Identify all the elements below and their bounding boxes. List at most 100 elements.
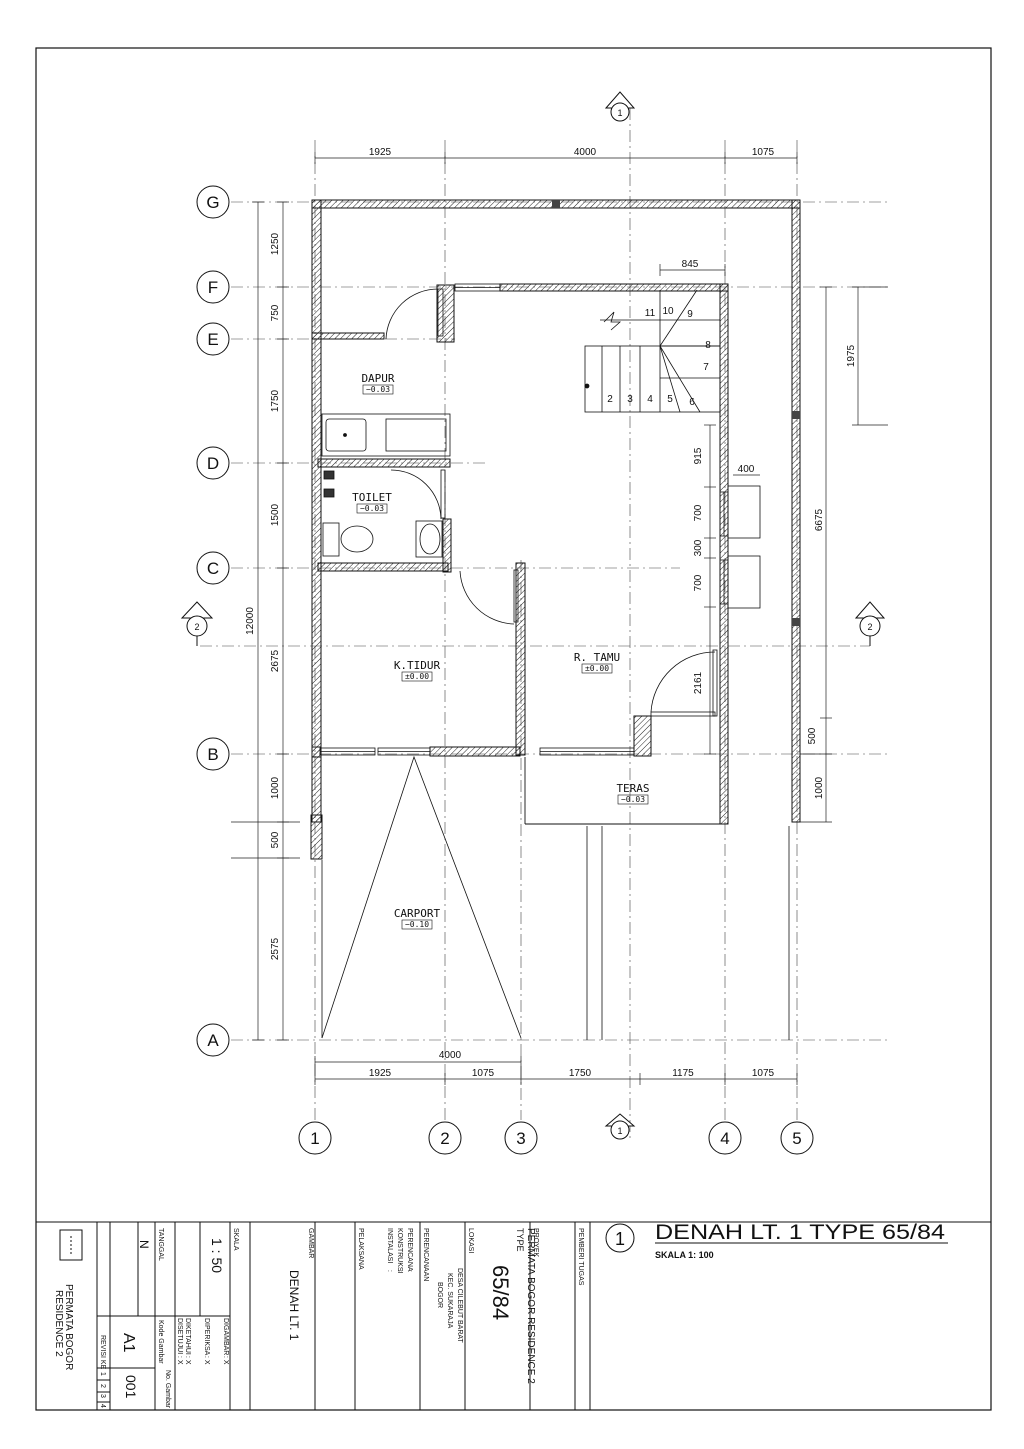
room-name-dapur: DAPUR bbox=[361, 372, 394, 385]
stair-step-5: 5 bbox=[667, 394, 673, 405]
dim-bottom-total: 4000 bbox=[439, 1050, 462, 1061]
digambar-label: DIGAMBAR bbox=[222, 1318, 229, 1355]
stair-step-10: 10 bbox=[662, 306, 674, 317]
revisi-label: REVISI KE bbox=[99, 1335, 106, 1370]
walls bbox=[310, 199, 801, 860]
terrace-outline bbox=[524, 757, 725, 825]
room-name-r-tamu: R. TAMU bbox=[574, 651, 620, 664]
drawing-number-circle: 1 bbox=[615, 1229, 625, 1249]
grid-label-4: 4 bbox=[720, 1129, 729, 1148]
dim-bottom-5: 1075 bbox=[752, 1068, 775, 1079]
dim-right-4: 1000 bbox=[814, 776, 825, 799]
grid-label-a: A bbox=[207, 1031, 219, 1050]
room-name-k-tidur: K.TIDUR bbox=[394, 659, 441, 672]
stair-step-3: 3 bbox=[627, 394, 633, 405]
section-marker-top bbox=[604, 91, 636, 122]
gambar-label: GAMBAR bbox=[307, 1228, 314, 1258]
level-box-toilet bbox=[356, 503, 388, 514]
level-box-dapur bbox=[362, 384, 394, 395]
room-level-dapur: −0.03 bbox=[366, 385, 390, 394]
dim-inner-300: 300 bbox=[693, 539, 704, 556]
grid-label-3: 3 bbox=[516, 1129, 525, 1148]
level-box-k-tidur bbox=[401, 671, 433, 682]
instalasi-colon: : bbox=[386, 1270, 393, 1272]
revisi-num-1: 1 bbox=[99, 1372, 106, 1376]
dim-top-3: 1075 bbox=[752, 147, 775, 158]
grid-row-bubbles bbox=[196, 185, 230, 1057]
revisi-num-3: 3 bbox=[99, 1394, 106, 1398]
section-label-left: 2 bbox=[194, 622, 199, 632]
dim-stair-width: 845 bbox=[682, 259, 699, 270]
dim-400: 400 bbox=[738, 464, 755, 475]
dim-right-2: 6675 bbox=[814, 508, 825, 531]
disetujui-label: DISETUJUI bbox=[176, 1318, 183, 1354]
no-gambar-value: 001 bbox=[123, 1375, 139, 1399]
room-level-k-tidur: ±0.00 bbox=[405, 672, 429, 681]
stair bbox=[584, 289, 721, 413]
owner-line-1: PERMATA BOGOR bbox=[63, 1284, 74, 1370]
room-name-carport: CARPORT bbox=[394, 907, 441, 920]
carport-outline bbox=[321, 755, 790, 1040]
kode-gambar-value: A1 bbox=[120, 1333, 137, 1353]
digambar-value: : X bbox=[222, 1356, 229, 1365]
doors bbox=[385, 288, 718, 717]
skala-label: SKALA bbox=[232, 1228, 239, 1251]
section-label-right: 2 bbox=[867, 622, 872, 632]
owner-line-2: RESIDENCE 2 bbox=[53, 1290, 64, 1357]
dim-left-8: 2575 bbox=[270, 937, 281, 960]
level-box-teras bbox=[617, 794, 649, 805]
north-arrow-label: N bbox=[137, 1240, 151, 1249]
pemberi-tugas-label: PEMBERI TUGAS bbox=[577, 1228, 584, 1286]
no-gambar-label: No. Gambar bbox=[164, 1370, 171, 1409]
skala-value: 1 : 50 bbox=[209, 1238, 225, 1273]
grid-label-c: C bbox=[207, 559, 219, 578]
section-marker-bottom bbox=[604, 1113, 636, 1140]
kode-gambar-label: Kode Gambar bbox=[157, 1320, 164, 1364]
lokasi-label: LOKASI bbox=[467, 1228, 474, 1253]
diketahui-label: DIKETAHUI bbox=[184, 1318, 191, 1355]
lokasi-line-1: DESA CILEBUT BARAT bbox=[456, 1268, 463, 1344]
proyek-label: PROYEK bbox=[532, 1228, 539, 1258]
dim-left-7: 500 bbox=[270, 831, 281, 848]
dimension-lines bbox=[231, 152, 888, 1085]
grid-label-d: D bbox=[207, 454, 219, 473]
diketahui-value: : X bbox=[184, 1356, 191, 1365]
perencana-label: PERENCANA bbox=[406, 1228, 413, 1272]
grid-label-e: E bbox=[207, 330, 218, 349]
title-block bbox=[36, 1221, 991, 1410]
level-box-carport bbox=[401, 919, 433, 930]
grid-label-b: B bbox=[207, 745, 218, 764]
dim-left-6: 1000 bbox=[270, 776, 281, 799]
room-level-carport: −0.10 bbox=[405, 920, 429, 929]
dim-inner-915: 915 bbox=[693, 447, 704, 464]
section-label-top: 1 bbox=[617, 108, 622, 118]
dim-bottom-4: 1175 bbox=[672, 1068, 694, 1079]
disetujui-value: : X bbox=[176, 1356, 183, 1365]
section-label-bottom: 1 bbox=[617, 1126, 622, 1136]
grid-label-2: 2 bbox=[440, 1129, 449, 1148]
windows bbox=[319, 283, 729, 756]
stair-step-2: 2 bbox=[607, 394, 613, 405]
stair-step-6: 6 bbox=[689, 397, 695, 408]
level-box-r-tamu bbox=[581, 663, 613, 674]
drawing-scale: SKALA 1: 100 bbox=[655, 1250, 714, 1260]
grid-col-bubbles bbox=[298, 1121, 814, 1155]
toilet-fixtures bbox=[322, 470, 443, 558]
stair-step-9: 9 bbox=[687, 309, 693, 320]
dim-bottom-1: 1925 bbox=[369, 1068, 392, 1079]
dim-right-1: 1975 bbox=[846, 344, 857, 367]
revisi-num-2: 2 bbox=[99, 1384, 106, 1388]
wall-cabinets bbox=[727, 485, 761, 609]
dim-bottom-2: 1075 bbox=[472, 1068, 495, 1079]
grid-label-f: F bbox=[208, 278, 218, 297]
room-level-teras: −0.03 bbox=[621, 795, 645, 804]
dim-inner-2161: 2161 bbox=[693, 671, 704, 694]
revisi-num-4: 4 bbox=[99, 1404, 106, 1408]
dim-right-3: 500 bbox=[807, 727, 818, 744]
dim-bottom-3: 1750 bbox=[569, 1068, 592, 1079]
stair-step-4: 4 bbox=[647, 394, 653, 405]
room-name-teras: TERAS bbox=[616, 782, 649, 795]
instalasi-label: INSTALASI bbox=[386, 1228, 393, 1263]
perencana-colon: : bbox=[406, 1270, 413, 1272]
